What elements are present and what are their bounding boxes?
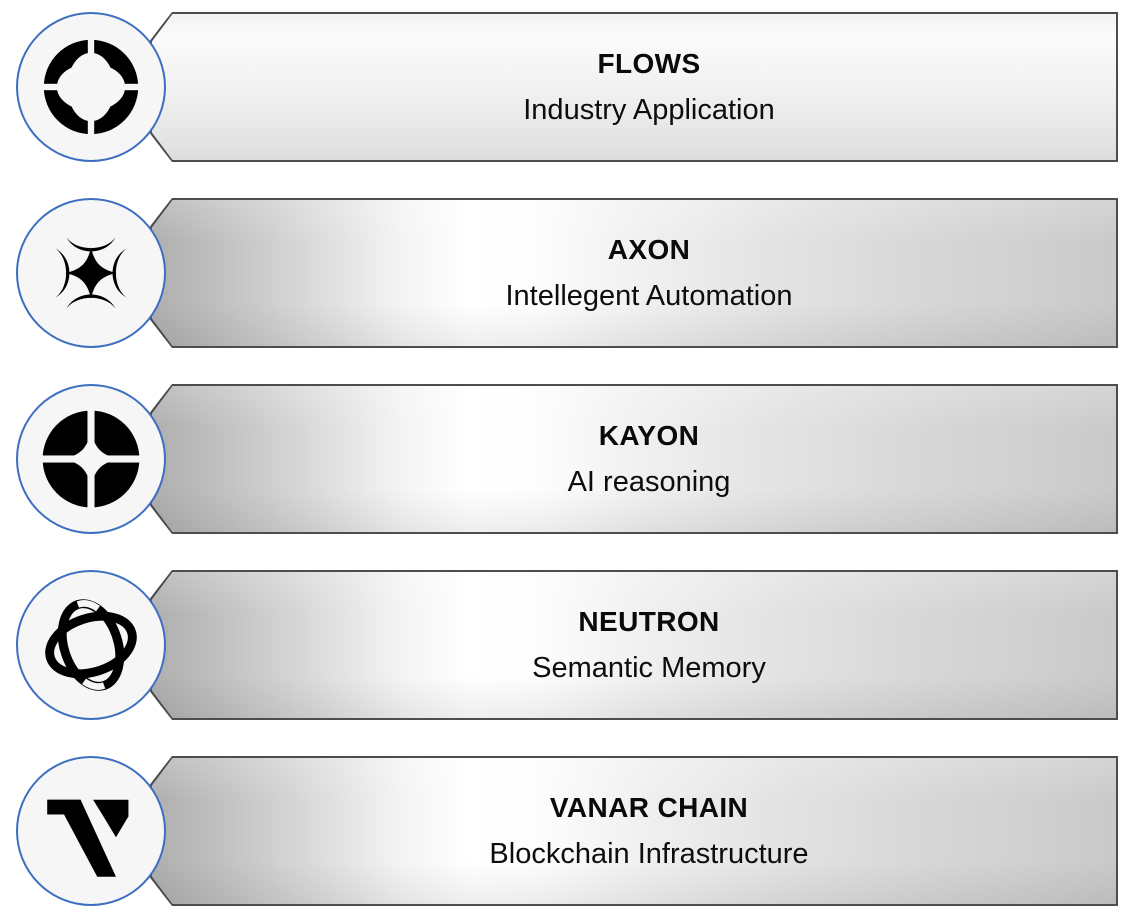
vanar-v-logo-glyph — [47, 799, 129, 877]
row-subtitle: Industry Application — [523, 93, 775, 126]
row-text-block: FLOWS Industry Application — [150, 12, 1118, 162]
stack-row-kayon[interactable]: KAYON AI reasoning — [0, 384, 1122, 534]
row-bar[interactable]: KAYON AI reasoning — [150, 384, 1118, 534]
row-title: AXON — [607, 233, 691, 265]
row-bar[interactable]: NEUTRON Semantic Memory — [150, 570, 1118, 720]
row-bar[interactable]: VANAR CHAIN Blockchain Infrastructure — [150, 756, 1118, 906]
interlocking-orbit-glyph — [45, 599, 137, 691]
row-subtitle: Blockchain Infrastructure — [489, 837, 809, 870]
row-title: FLOWS — [597, 47, 701, 79]
four-point-star-compass-icon[interactable] — [16, 198, 166, 348]
stack-row-vanar-chain[interactable]: VANAR CHAIN Blockchain Infrastructure — [0, 756, 1122, 906]
row-subtitle: Semantic Memory — [532, 651, 766, 684]
row-bar[interactable]: FLOWS Industry Application — [150, 12, 1118, 162]
row-text-block: NEUTRON Semantic Memory — [150, 570, 1118, 720]
stack-row-neutron[interactable]: NEUTRON Semantic Memory — [0, 570, 1122, 720]
row-subtitle: AI reasoning — [567, 465, 731, 498]
row-title: VANAR CHAIN — [549, 791, 749, 823]
vanar-v-logo-icon[interactable] — [16, 756, 166, 906]
row-text-block: VANAR CHAIN Blockchain Infrastructure — [150, 756, 1118, 906]
row-text-block: KAYON AI reasoning — [150, 384, 1118, 534]
row-text-block: AXON Intellegent Automation — [150, 198, 1118, 348]
row-title: NEUTRON — [578, 605, 720, 637]
row-title: KAYON — [598, 419, 700, 451]
stack-row-axon[interactable]: AXON Intellegent Automation — [0, 198, 1122, 348]
four-petal-clover-icon[interactable] — [16, 384, 166, 534]
globe-sphere-icon[interactable] — [16, 12, 166, 162]
row-bar[interactable]: AXON Intellegent Automation — [150, 198, 1118, 348]
four-point-star-compass-glyph — [55, 237, 127, 309]
row-subtitle: Intellegent Automation — [505, 279, 793, 312]
interlocking-orbit-icon[interactable] — [16, 570, 166, 720]
globe-sphere-glyph — [43, 39, 139, 135]
stack-row-flows[interactable]: FLOWS Industry Application — [0, 12, 1122, 162]
four-petal-clover-glyph — [42, 410, 140, 508]
